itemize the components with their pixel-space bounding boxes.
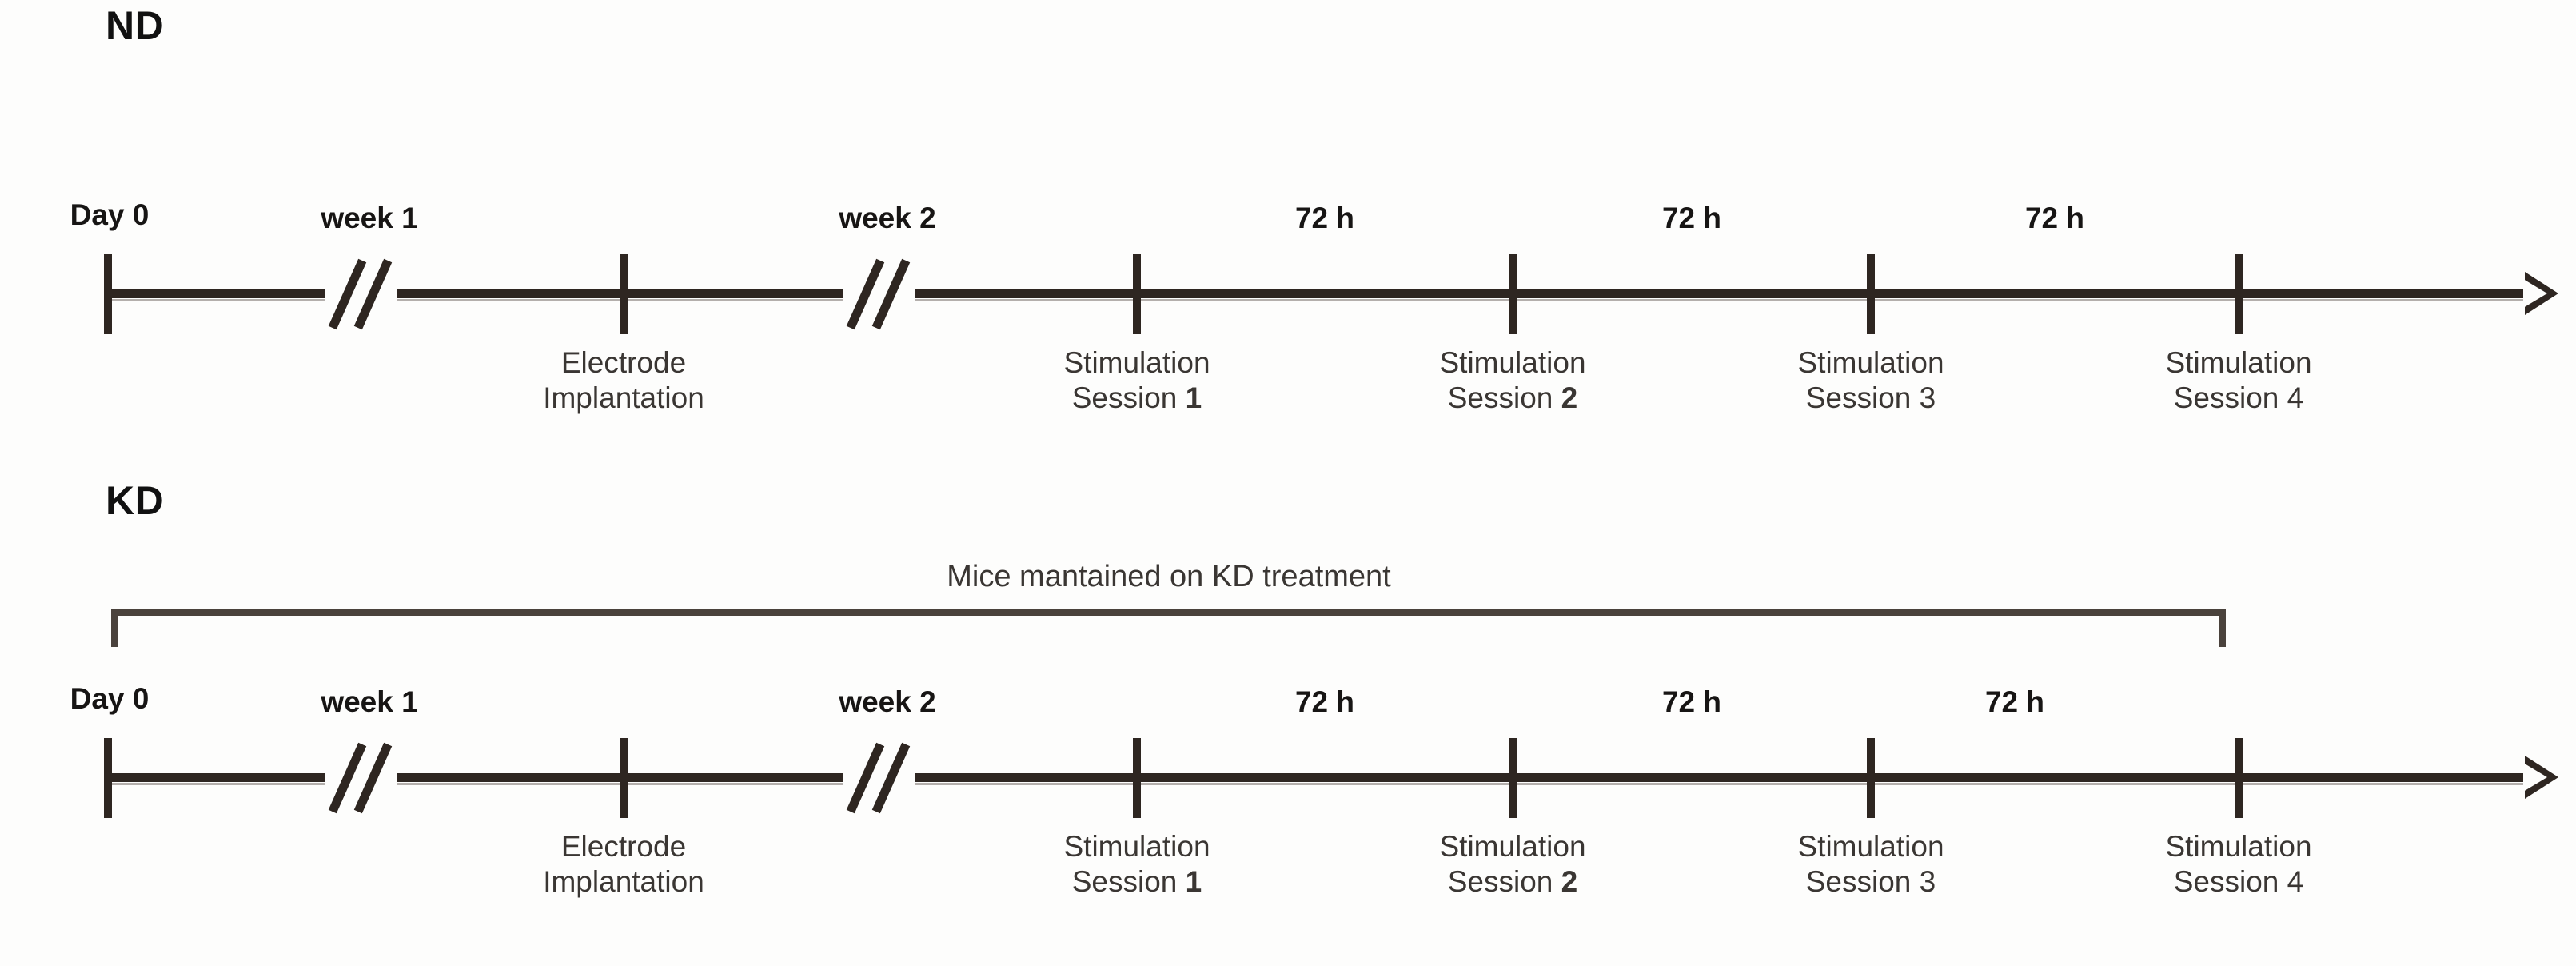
event-label-stimulation-session-3-nd: Stimulation Session 3 (1797, 345, 1944, 415)
event-line-1: Electrode (560, 346, 687, 379)
event-line-1: Stimulation (1439, 346, 1586, 379)
event-number: 1 (1185, 864, 1202, 898)
event-number: 2 (1561, 864, 1578, 898)
tick-electrode-implantation-nd (620, 254, 628, 334)
event-line-2-text: Session (1071, 381, 1178, 414)
event-line-1: Stimulation (2165, 830, 2312, 863)
event-number: 4 (2287, 381, 2304, 414)
event-line-2: Session 3 (1797, 864, 1944, 900)
tick-stimulation-session-3-nd (1867, 254, 1875, 334)
interval-label-72h-2-kd: 72 h (1661, 685, 1722, 718)
timeline-arrow-icon-nd (2523, 272, 2558, 315)
event-line-2: Implantation (543, 864, 704, 898)
tick-stimulation-session-4-kd (2235, 738, 2243, 818)
event-line-2-text: Session (1447, 864, 1553, 898)
axis-break-icon-week-1-nd (325, 257, 397, 331)
timeline-axis-kd (108, 773, 2542, 782)
event-line-2-text: Session (1805, 864, 1912, 898)
event-line-2: Session 2 (1439, 864, 1585, 900)
event-label-stimulation-session-4-kd: Stimulation Session 4 (2165, 829, 2311, 899)
group-title-kd: KD (106, 478, 165, 523)
event-line-2-text: Session (1805, 381, 1912, 414)
event-number: 3 (1919, 864, 1936, 898)
event-line-2-text: Session (2173, 381, 2279, 414)
timeline-nd: Day 0 week 1 week 2 72 h 72 h 72 h Elect… (0, 198, 2576, 480)
event-line-1: Stimulation (1063, 830, 1210, 863)
event-line-2: Session 4 (2165, 864, 2311, 900)
tick-start-kd (104, 738, 112, 818)
tick-stimulation-session-4-nd (2235, 254, 2243, 334)
interval-label-72h-3-kd: 72 h (1984, 685, 2045, 718)
tick-electrode-implantation-kd (620, 738, 628, 818)
event-label-stimulation-session-1-nd: Stimulation Session 1 (1063, 345, 1210, 415)
event-label-stimulation-session-2-nd: Stimulation Session 2 (1439, 345, 1585, 415)
group-title-nd: ND (106, 3, 165, 48)
origin-label-nd: Day 0 (70, 198, 150, 231)
event-line-1: Electrode (560, 830, 687, 863)
event-number: 1 (1185, 381, 1202, 414)
interval-label-72h-1-kd: 72 h (1294, 685, 1355, 718)
event-label-electrode-implantation-nd: Electrode Implantation (543, 345, 704, 415)
event-label-stimulation-session-3-kd: Stimulation Session 3 (1797, 829, 1944, 899)
event-line-2: Session 1 (1063, 864, 1210, 900)
kd-bracket-cap-right (2219, 609, 2226, 647)
kd-bracket-cap-left (111, 609, 118, 647)
timeline-axis-nd (108, 289, 2542, 298)
event-line-2: Implantation (543, 381, 704, 414)
event-line-1: Stimulation (1439, 830, 1586, 863)
event-line-2: Session 1 (1063, 381, 1210, 416)
event-line-2-text: Session (1447, 381, 1553, 414)
kd-bracket-bar (111, 609, 2226, 616)
event-line-2: Session 4 (2165, 381, 2311, 416)
tick-stimulation-session-3-kd (1867, 738, 1875, 818)
kd-treatment-bracket (111, 609, 2226, 650)
interval-label-week-1-nd: week 1 (321, 202, 418, 234)
interval-label-week-2-nd: week 2 (839, 202, 936, 234)
tick-stimulation-session-2-nd (1509, 254, 1517, 334)
event-line-2-text: Session (2173, 864, 2279, 898)
event-label-stimulation-session-4-nd: Stimulation Session 4 (2165, 345, 2311, 415)
event-label-stimulation-session-2-kd: Stimulation Session 2 (1439, 829, 1585, 899)
event-label-stimulation-session-1-kd: Stimulation Session 1 (1063, 829, 1210, 899)
event-line-1: Stimulation (1063, 346, 1210, 379)
tick-stimulation-session-1-kd (1133, 738, 1141, 818)
kd-treatment-label: Mice mantained on KD treatment (947, 560, 1391, 593)
event-line-1: Stimulation (2165, 346, 2312, 379)
axis-break-icon-week-2-kd (843, 741, 915, 815)
event-line-2: Session 3 (1797, 381, 1944, 416)
axis-break-icon-week-1-kd (325, 741, 397, 815)
interval-label-week-1-kd: week 1 (321, 685, 418, 718)
event-line-2: Session 2 (1439, 381, 1585, 416)
interval-label-72h-2-nd: 72 h (1661, 202, 1722, 234)
event-number: 3 (1919, 381, 1936, 414)
interval-label-week-2-kd: week 2 (839, 685, 936, 718)
timeline-kd: Day 0 week 1 week 2 72 h 72 h 72 h Elect… (0, 682, 2576, 964)
tick-stimulation-session-2-kd (1509, 738, 1517, 818)
timeline-arrow-icon-kd (2523, 756, 2558, 799)
event-line-2-text: Session (1071, 864, 1178, 898)
event-line-1: Stimulation (1797, 830, 1944, 863)
origin-label-kd: Day 0 (70, 682, 150, 715)
interval-label-72h-1-nd: 72 h (1294, 202, 1355, 234)
tick-stimulation-session-1-nd (1133, 254, 1141, 334)
event-label-electrode-implantation-kd: Electrode Implantation (543, 829, 704, 899)
axis-break-icon-week-2-nd (843, 257, 915, 331)
event-line-1: Stimulation (1797, 346, 1944, 379)
interval-label-72h-3-nd: 72 h (2024, 202, 2085, 234)
event-number: 4 (2287, 864, 2304, 898)
tick-start-nd (104, 254, 112, 334)
event-number: 2 (1561, 381, 1578, 414)
